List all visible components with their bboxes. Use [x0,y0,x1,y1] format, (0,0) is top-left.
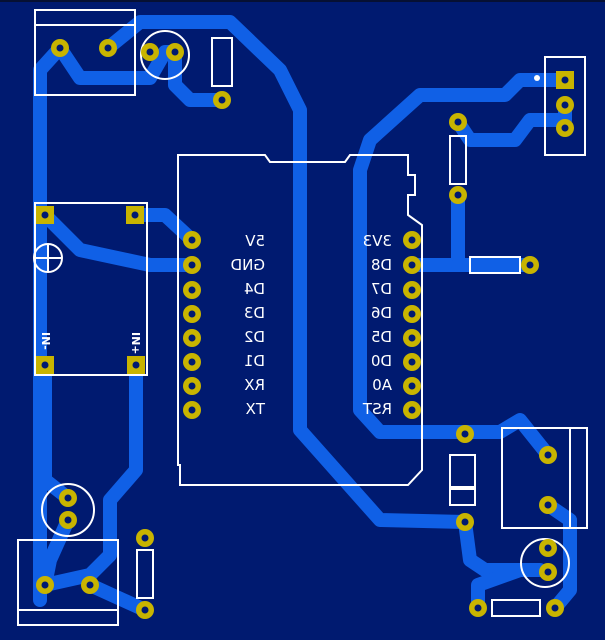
resistor-top-outline [211,37,233,87]
pin-label-left-2: D4 [244,280,265,298]
pin-label-left-6: RX [244,376,265,394]
grid-dots [0,0,605,2]
pad-hole [188,236,196,244]
label-in-plus: IN+ [129,332,142,355]
pad-hole [561,101,569,109]
trace-top-right [353,73,572,462]
pin-label-left-3: D3 [244,304,265,322]
pad-hole [141,606,149,614]
pad-hole [408,310,416,318]
pad-hole [41,361,49,369]
power-module-outline [34,202,148,376]
header-top-right-outline [544,56,586,156]
pin-label-right-2: D7 [371,280,392,298]
pad-hole [408,334,416,342]
diode-outline [449,454,476,506]
pad-hole [131,211,139,219]
terminal-top-left-outline [34,9,136,96]
copper-traces [33,15,577,617]
resistor-bottom-left-outline [136,549,154,599]
pin-label-left-1: GND [231,256,265,274]
mcu-right-labels: 3V3 D8 D7 D6 D5 D0 A0 RST [362,232,392,418]
pin-label-left-0: 5V [244,232,265,250]
pad-hole [408,406,416,414]
capacitor-bottom-left-outline [41,483,95,537]
pad-hole [86,581,94,589]
resistor-right-vertical-outline [449,135,467,185]
pin-label-left-7: TX [246,400,266,418]
pad-hole [104,44,112,52]
pad-hole [561,76,569,84]
pad-hole [551,604,559,612]
pad-hole [188,286,196,294]
pad-hole [171,48,179,56]
pin-label-right-5: D0 [371,352,392,370]
pad-hole [188,382,196,390]
pad-hole [544,568,552,576]
silkscreen [17,9,588,626]
pin-label-right-6: A0 [372,376,392,394]
capacitor-top-outline [140,30,190,80]
capacitor-bottom-right-outline [520,538,570,588]
pin-label-left-4: D2 [244,328,265,346]
terminal-bottom-right-outline [501,427,588,529]
pin1-marker [534,75,540,81]
mcu-left-labels: 5V GND D4 D3 D2 D1 RX TX [231,232,266,418]
pin-label-right-0: 3V3 [363,232,392,250]
resistor-bottom-right-outline [491,599,541,617]
pad-hole [64,494,72,502]
pad-hole [561,124,569,132]
pad-hole [474,604,482,612]
pad-hole [544,501,552,509]
pad-hole [41,581,49,589]
pad-hole [188,358,196,366]
pad-hole [56,44,64,52]
pad-hole [188,310,196,318]
pad-hole [461,518,469,526]
pin-label-right-3: D6 [371,304,392,322]
pad-hole [132,361,140,369]
pin-label-right-1: D8 [371,256,392,274]
pin-label-left-5: D1 [244,352,265,370]
resistor-right-horizontal-outline [469,256,521,274]
pad-hole [41,211,49,219]
pad-hole [408,382,416,390]
pad-hole [544,544,552,552]
pad-hole [408,236,416,244]
mcu-module-outline [177,154,423,486]
pin-label-right-7: RST [362,400,392,418]
pad-hole [408,261,416,269]
pad-hole [461,430,469,438]
pads [36,39,574,619]
pad-hole [408,286,416,294]
pad-hole [526,261,534,269]
pad-hole [544,451,552,459]
pad-hole [408,358,416,366]
pad-hole [188,334,196,342]
pad-hole [454,118,462,126]
pad-hole [454,191,462,199]
pin-label-right-4: D5 [371,328,392,346]
pad-hole [146,48,154,56]
pad-hole [64,516,72,524]
label-in-minus: IN- [39,332,52,350]
pad-hole [141,534,149,542]
pad-hole [188,406,196,414]
pad-hole [218,96,226,104]
terminal-bottom-left-outline [17,539,119,626]
pad-hole [188,261,196,269]
